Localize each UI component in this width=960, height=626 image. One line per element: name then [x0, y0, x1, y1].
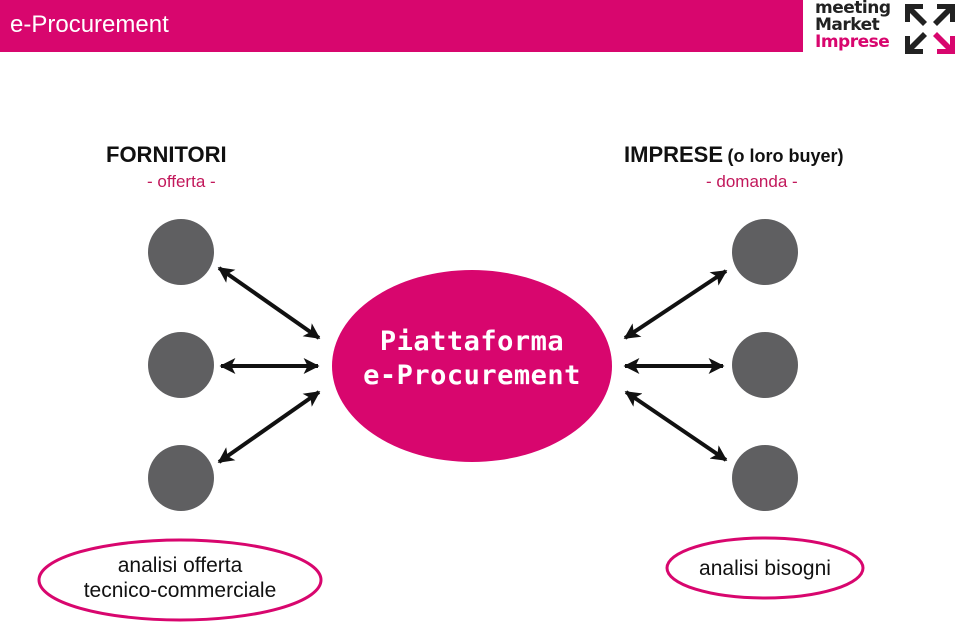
header-bar: e-Procurement: [0, 0, 803, 52]
arrow-fornitore-1: [217, 266, 321, 340]
logo-line-imprese: Imprese: [815, 32, 890, 52]
impresa-node-3: [732, 445, 798, 511]
imprese-title: IMPRESE: [624, 142, 724, 167]
analisi-bisogni-label: analisi bisogni: [699, 557, 831, 580]
fornitori-subtitle: - offerta -: [147, 172, 216, 191]
page-title: e-Procurement: [10, 11, 169, 38]
imprese-subtitle: - domanda -: [706, 172, 798, 191]
fornitore-node-1: [148, 219, 214, 285]
logo-line-meeting: meeting: [815, 0, 891, 18]
logo-line-market: Market: [815, 15, 880, 35]
arrow-impresa-3: [624, 390, 728, 462]
piattaforma-label: Piattaforma e-Procurement: [332, 325, 612, 393]
analisi-bisogni-outline: [665, 536, 865, 600]
fornitori-title: FORNITORI: [106, 142, 227, 167]
logo-text: meeting Market Imprese: [815, 0, 895, 51]
piattaforma-ellipse: [332, 270, 612, 462]
impresa-node-1: [732, 219, 798, 285]
arrow-fornitore-3: [217, 390, 321, 464]
arrow-impresa-1: [623, 269, 728, 340]
logo-arrows-icon: [905, 4, 955, 54]
analisi-offerta-line-1: analisi offerta: [117, 554, 243, 577]
imprese-title-extra: (o loro buyer): [727, 146, 844, 166]
analisi-offerta-outline: [37, 538, 323, 622]
piattaforma-line-1: Piattaforma: [379, 326, 565, 357]
fornitore-node-2: [148, 332, 214, 398]
fornitore-node-3: [148, 445, 214, 511]
impresa-node-2: [732, 332, 798, 398]
piattaforma-line-2: e-Procurement: [363, 360, 581, 391]
analisi-offerta-line-2: tecnico-commerciale: [83, 579, 277, 602]
analisi-offerta-label: analisi offerta tecnico-commerciale: [40, 553, 320, 603]
imprese-title-line: IMPRESE (o loro buyer): [624, 142, 843, 168]
